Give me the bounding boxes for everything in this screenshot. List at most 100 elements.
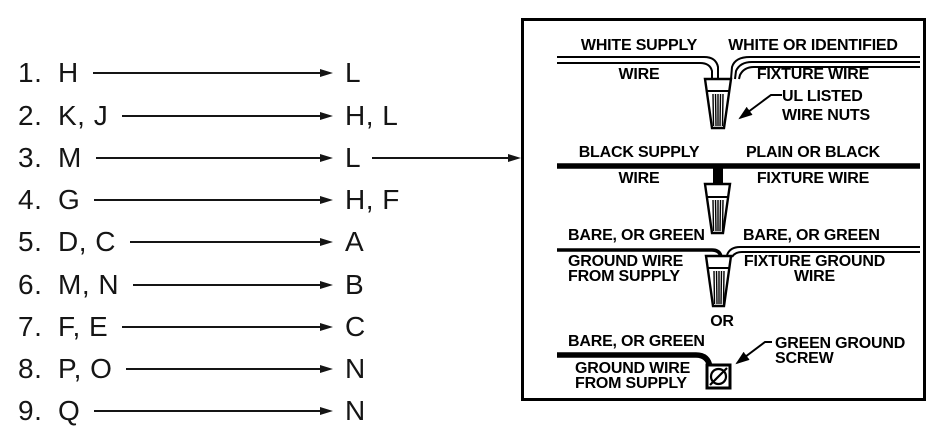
label-line: FIXTURE GROUND	[743, 253, 886, 270]
fixture-ground-wire-label: FIXTURE GROUND WIRE	[742, 253, 887, 285]
row-number: 7.	[18, 311, 43, 342]
row-number: 6.	[18, 269, 43, 300]
arrow-shaft	[372, 157, 508, 159]
match-arrow	[94, 196, 333, 204]
match-arrow	[133, 281, 333, 289]
arrow-head-icon	[320, 281, 333, 289]
arrow-shaft	[92, 72, 320, 74]
arrow-head-icon	[320, 365, 333, 373]
left-code: M, N	[58, 269, 120, 300]
arrow-head-icon	[320, 196, 333, 204]
match-row-8: 8. P, O N	[18, 348, 403, 390]
or-label: OR	[710, 313, 734, 330]
match-arrow	[126, 365, 333, 373]
right-code: N	[345, 353, 366, 384]
bare-green-supply-label: BARE, OR GREEN	[568, 333, 705, 350]
right-code: N	[345, 395, 366, 426]
match-row-5: 5. D, C A	[18, 221, 403, 263]
black-supply-label: BLACK SUPPLY	[578, 144, 700, 161]
row-number: 8.	[18, 353, 43, 384]
item3-to-diagram-arrow	[372, 151, 521, 165]
label-line: FROM SUPPLY	[575, 375, 687, 392]
left-code: P, O	[58, 353, 113, 384]
fixture-wire-label: FIXTURE WIRE	[756, 170, 870, 187]
match-row-6: 6. M, N B	[18, 264, 403, 306]
arrow-shaft	[130, 241, 320, 243]
match-row-7: 7. F, E C	[18, 306, 403, 348]
callout-line: UL LISTED	[782, 88, 863, 105]
match-arrow	[95, 154, 333, 162]
white-fixture-label: WHITE OR IDENTIFIED	[728, 37, 898, 54]
black-fixture-label: PLAIN OR BLACK	[745, 144, 881, 161]
match-arrow	[130, 238, 333, 246]
right-code: H, F	[345, 184, 400, 215]
right-code: H, L	[345, 100, 399, 131]
right-code: L	[345, 142, 362, 173]
black-wire-label: WIRE	[618, 170, 660, 187]
left-code: G	[58, 184, 81, 215]
match-row-3: 3. M L	[18, 137, 403, 179]
arrow-shaft	[122, 326, 320, 328]
white-supply-label: WHITE SUPPLY	[580, 37, 698, 54]
arrow-shaft	[133, 284, 320, 286]
wire-nut-callout-arrow	[738, 94, 782, 120]
row-number: 1.	[18, 57, 43, 88]
arrow-shaft	[94, 410, 320, 412]
row-number: 2.	[18, 100, 43, 131]
left-code: M	[58, 142, 82, 173]
fixture-wire-label: FIXTURE WIRE	[756, 66, 870, 83]
callout-line: SCREW	[775, 350, 834, 367]
right-code: B	[345, 269, 365, 300]
wire-nut-icon	[703, 77, 733, 130]
arrow-head-icon	[320, 69, 333, 77]
callout-line: GREEN GROUND	[775, 335, 906, 352]
white-supply-wire-lines	[557, 56, 719, 79]
arrow-head-icon	[320, 323, 333, 331]
right-code: L	[345, 57, 362, 88]
match-arrow	[122, 323, 333, 331]
arrow-head-icon	[320, 407, 333, 415]
arrow-shaft	[95, 157, 320, 159]
label-line: WIRE	[794, 268, 835, 285]
wire-nut-callout: UL LISTED WIRE NUTS	[782, 87, 870, 125]
wire-nut-icon	[704, 254, 733, 308]
match-arrow	[92, 69, 333, 77]
black-wire-lines	[557, 163, 920, 185]
left-code: K, J	[58, 100, 109, 131]
row-number: 4.	[18, 184, 43, 215]
match-row-9: 9. Q N	[18, 390, 403, 432]
arrow-shaft	[126, 368, 320, 370]
arrow-head-icon	[320, 112, 333, 120]
ground-wire-from-supply-label: GROUND WIRE FROM SUPPLY	[575, 360, 691, 392]
ground-screw-icon	[705, 363, 732, 390]
row-number: 9.	[18, 395, 43, 426]
match-arrow	[122, 112, 333, 120]
wire-nut-icon	[703, 182, 732, 235]
left-code: H	[58, 57, 79, 88]
callout-line: WIRE NUTS	[782, 107, 870, 124]
label-line: GROUND WIRE	[568, 253, 684, 270]
green-ground-screw-callout: GREEN GROUND SCREW	[775, 335, 906, 367]
left-code: D, C	[58, 226, 116, 257]
arrow-shaft	[94, 199, 320, 201]
match-row-2: 2. K, J H, L	[18, 95, 403, 137]
arrow-head-icon	[508, 154, 521, 162]
bare-green-fixture-label: BARE, OR GREEN	[743, 227, 880, 244]
arrow-head-icon	[320, 238, 333, 246]
bare-green-supply-label: BARE, OR GREEN	[568, 227, 705, 244]
arrow-head-icon	[320, 154, 333, 162]
left-code: F, E	[58, 311, 109, 342]
right-code: A	[345, 226, 365, 257]
left-code: Q	[58, 395, 81, 426]
ground-wire-from-supply-label: GROUND WIRE FROM SUPPLY	[568, 253, 684, 285]
wiring-graphics	[557, 56, 920, 390]
match-row-4: 4. G H, F	[18, 179, 403, 221]
match-row-1: 1. H L	[18, 52, 403, 94]
white-wire-label: WIRE	[618, 66, 660, 83]
label-line: FROM SUPPLY	[568, 268, 680, 285]
arrow-shaft	[122, 115, 320, 117]
ground-screw-callout-arrow	[735, 341, 772, 365]
wiring-diagram-box: WHITE SUPPLY WIRE WHITE OR IDENTIFIED FI…	[521, 18, 926, 401]
label-line: GROUND WIRE	[575, 360, 691, 377]
